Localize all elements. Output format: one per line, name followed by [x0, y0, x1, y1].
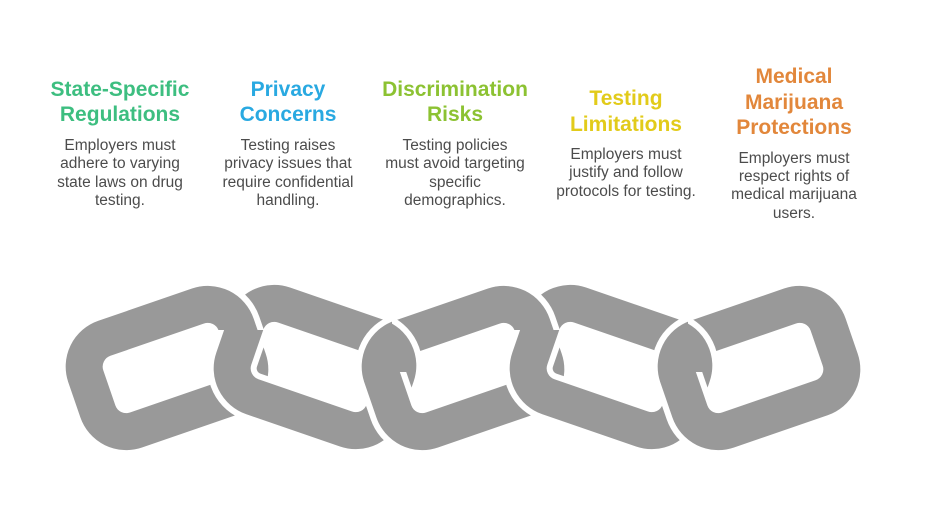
topic-description: Employers must respect rights of medical…: [731, 149, 857, 222]
topics-row: State-Specific Regulations Employers mus…: [0, 36, 938, 251]
topic-description: Employers must justify and follow protoc…: [556, 146, 696, 200]
topic-title: Testing Limitations: [569, 86, 682, 136]
topic-column-state-specific-regulations: State-Specific Regulations Employers mus…: [25, 36, 215, 251]
topic-description: Testing raises privacy issues that requi…: [222, 137, 354, 209]
topic-column-testing-limitations: Testing Limitations Employers must justi…: [531, 36, 721, 251]
topic-title: Privacy Concerns: [239, 77, 337, 127]
topic-title: Discrimination Risks: [382, 77, 528, 127]
topic-description: Testing policies must avoid targeting sp…: [385, 137, 525, 209]
topic-column-privacy-concerns: Privacy Concerns Testing raises privacy …: [193, 36, 383, 251]
topic-description: Employers must adhere to varying state l…: [57, 137, 183, 209]
topic-column-discrimination-risks: Discrimination Risks Testing policies mu…: [360, 36, 550, 251]
topic-title: Medical Marijuana Protections: [736, 65, 852, 140]
topic-column-medical-marijuana-protections: Medical Marijuana Protections Employers …: [699, 36, 889, 251]
topic-title: State-Specific Regulations: [50, 77, 190, 127]
